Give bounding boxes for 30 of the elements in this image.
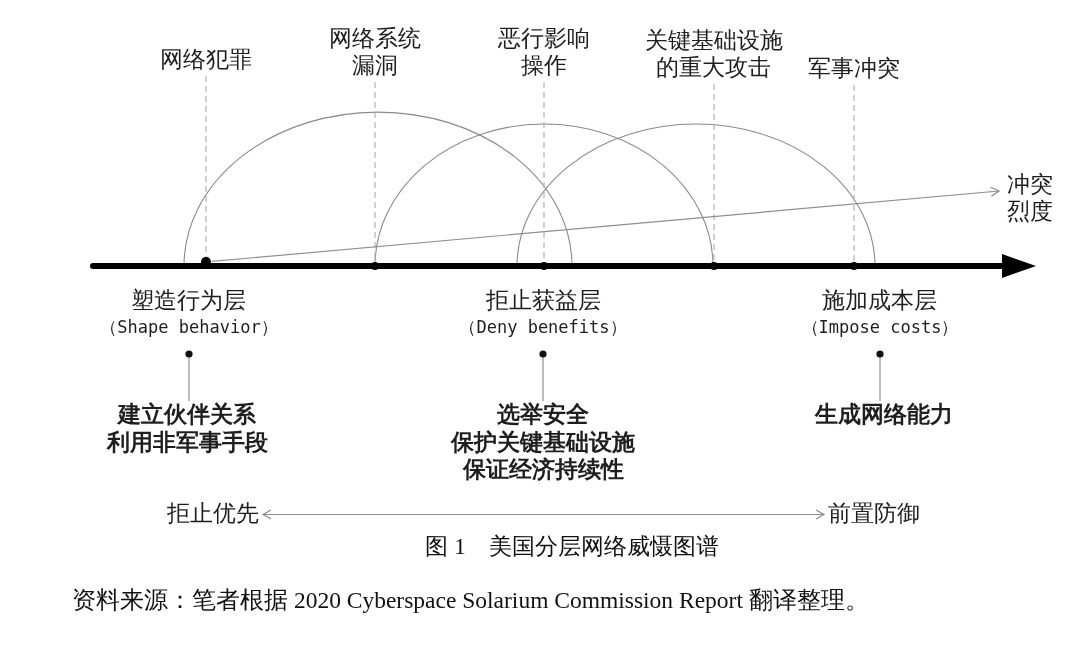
layer-title: 塑造行为层	[130, 287, 248, 314]
end-label: 拒止优先	[167, 500, 259, 527]
layer-title: 拒止获益层	[484, 287, 602, 314]
leader-line	[185, 350, 193, 402]
layer-subtitle: （Shape behavior）	[100, 316, 278, 339]
measure-text: 保证经济持续性	[461, 456, 625, 484]
dashed-leader-line	[205, 75, 207, 258]
layer-subtitle: （Deny benefits）	[459, 316, 627, 339]
measure-text: 选举安全	[496, 401, 590, 429]
threat-label: 关键基础设施的重大攻击	[643, 27, 785, 81]
dashed-leader-line	[853, 84, 855, 263]
arrow	[211, 186, 1000, 263]
measure-text: 保护关键基础设施	[451, 428, 635, 456]
end-label: 前置防御	[828, 500, 920, 527]
dashed-leader-line	[713, 83, 715, 263]
source-note: 资料来源：笔者根据 2020 Cyberspace Solarium Commission Report 翻译整理。	[72, 586, 869, 615]
axis-label: 冲突烈度	[1006, 171, 1055, 225]
measure-text: 生成网络能力	[815, 401, 953, 429]
layer-title: 施加成本层	[821, 287, 939, 314]
layer-subtitle: （Impose costs）	[801, 316, 959, 339]
threat-label: 网络系统漏洞	[327, 25, 423, 79]
threat-label: 军事冲突	[808, 55, 900, 82]
double-arrow	[262, 509, 825, 520]
figure-caption: 图 1 美国分层网络威慑图谱	[425, 533, 719, 561]
measure-text: 利用非军事手段	[106, 428, 268, 456]
leader-line	[876, 350, 884, 402]
threat-label: 恶行影响操作	[496, 25, 592, 79]
leader-line	[539, 350, 547, 402]
measure-text: 建立伙伴关系	[116, 401, 257, 429]
threat-label: 网络犯罪	[160, 46, 252, 73]
